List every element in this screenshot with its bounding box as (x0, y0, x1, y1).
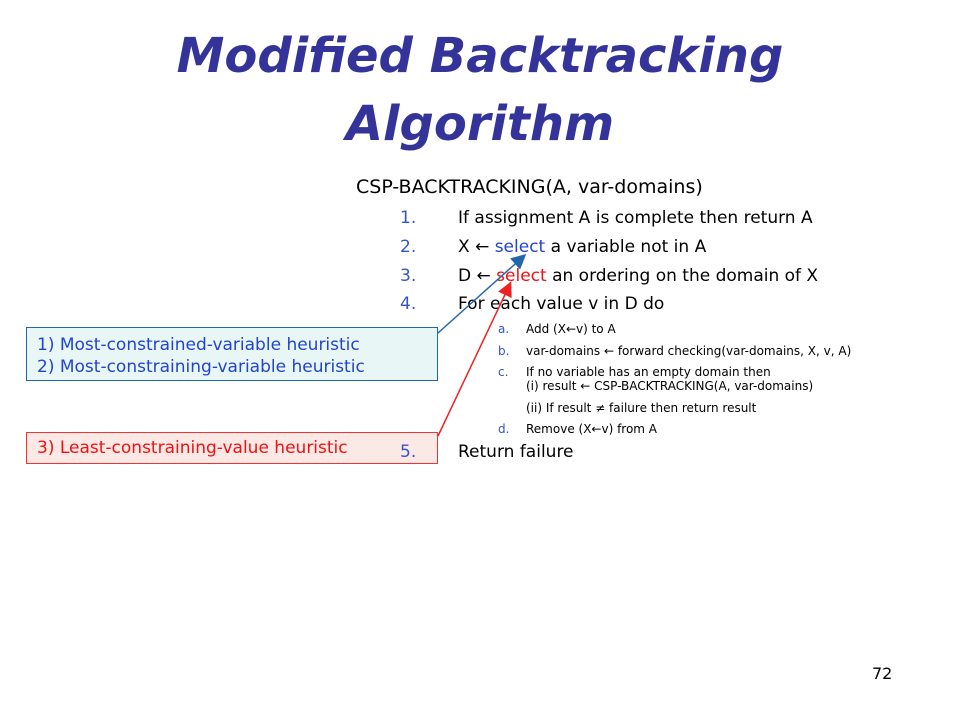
substep-b-text: var-domains ← forward checking(var-domai… (526, 344, 852, 358)
slide-title-line-2: Algorithm (345, 96, 615, 152)
substep-c-letter: c. (498, 365, 509, 379)
substep-d-letter: d. (498, 422, 510, 436)
step-3-text: D ← select an ordering on the domain of … (458, 266, 818, 286)
heuristic-1-label: 1) Most-constrained-variable heuristic (37, 335, 360, 355)
step-5-number: 5. (400, 442, 417, 462)
step-2-prefix: X ← (458, 237, 495, 257)
select-value-keyword: select (496, 266, 547, 286)
substep-a-letter: a. (498, 322, 510, 336)
step-2-text: X ← select a variable not in A (458, 237, 706, 257)
step-1-number: 1. (400, 208, 417, 228)
page-number: 72 (872, 664, 893, 683)
heuristic-3-label: 3) Least-constraining-value heuristic (37, 438, 348, 458)
step-2-number: 2. (400, 237, 417, 257)
heuristic-2-label: 2) Most-constraining-variable heuristic (37, 357, 365, 377)
variable-heuristics-arrow (437, 253, 527, 334)
step-3-number: 3. (400, 266, 417, 286)
slide-title-line-1: Modified Backtracking (176, 28, 784, 84)
substep-c-text: If no variable has an empty domain then (526, 365, 771, 379)
step-3-suffix: an ordering on the domain of X (546, 266, 819, 286)
substep-d-text: Remove (X←v) from A (526, 422, 658, 436)
step-4-text: For each value v in D do (458, 294, 665, 314)
substep-b-letter: b. (498, 344, 510, 358)
value-heuristic-arrow (437, 281, 512, 437)
step-1-text: If assignment A is complete then return … (458, 208, 813, 228)
procedure-header: CSP-BACKTRACKING(A, var-domains) (356, 176, 703, 198)
substep-a-text: Add (X←v) to A (526, 322, 616, 336)
step-3-prefix: D ← (458, 266, 497, 286)
variable-heuristics-callout: 1) Most-constrained-variable heuristic 2… (26, 327, 438, 381)
select-variable-keyword: select (494, 237, 546, 257)
value-heuristic-callout: 3) Least-constraining-value heuristic (26, 432, 438, 464)
step-4-number: 4. (400, 294, 417, 314)
step-2-suffix: a variable not in A (545, 237, 707, 257)
substep-c-i-text: (i) result ← CSP-BACKTRACKING(A, var-dom… (526, 379, 814, 393)
substep-c-ii-text: (ii) If result ≠ failure then return res… (526, 401, 757, 415)
step-5-text: Return failure (458, 442, 574, 462)
